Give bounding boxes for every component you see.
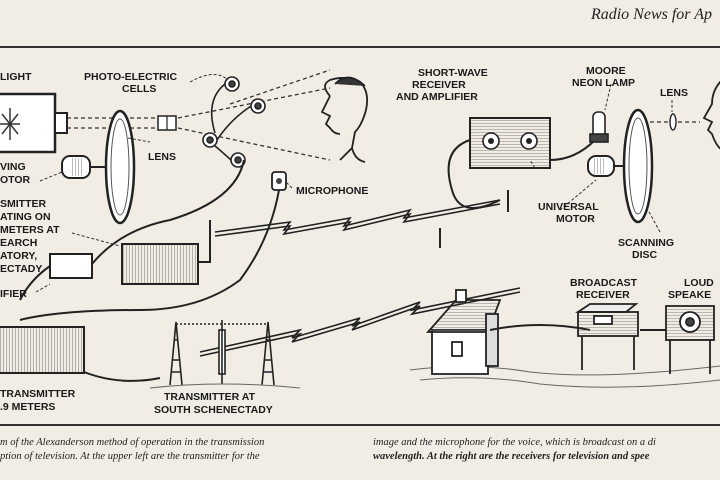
loud-speaker [665,305,715,374]
arc-light-box [0,92,68,154]
label-lens-right: LENS [660,87,688,99]
label-transmitter-2: ATING ON [0,211,51,223]
antennas [439,190,509,248]
caption-left-column: m of the Alexanderson method of operatio… [0,436,345,464]
label-transmitter-5: ATORY, [0,250,37,262]
label-driving-motor-1: VING [0,161,26,173]
label-amplifier: IFIER [0,288,27,300]
photo-electric-cells [202,76,266,168]
caption-right-line-2: wavelength. At the right are the receive… [373,451,650,462]
lens-right-icon [650,113,700,131]
universal-motor [587,155,626,177]
label-loud-1: LOUD [684,277,714,289]
face-profile-right [702,80,720,150]
driving-motor-left [61,155,106,179]
label-loud-2: SPEAKE [668,289,711,301]
label-lens-left: LENS [148,151,176,163]
broadcast-receiver [575,303,639,370]
television-system-diagram: LIGHT PHOTO-ELECTRIC CELLS LENS VING OTO… [0,65,720,416]
caption-right-column: image and the microphone for the voice, … [373,436,720,464]
label-sw-receiver-2: RECEIVER [412,79,466,91]
microphone-icon [271,171,287,191]
label-moore-1: MOORE [586,65,626,77]
label-photo-cells-2: CELLS [122,83,156,95]
label-sw-receiver-3: AND AMPLIFIER [396,91,478,103]
caption-right-line-1: image and the microphone for the voice, … [373,437,656,448]
label-transmitter-4: EARCH [0,237,37,249]
label-scanning-1: SCANNING [618,237,674,249]
label-driving-motor-2: OTOR [0,174,31,186]
wiring [19,159,280,382]
caption-left-line-1: m of the Alexanderson method of operatio… [0,437,265,448]
scanning-disc-right [622,108,654,224]
label-transmitter-1: SMITTER [0,198,46,210]
lens-left-icon [157,115,177,131]
scanning-disc-left [104,109,136,225]
illustration-frame [0,46,720,426]
label-scanning-2: DISC [632,249,658,261]
label-south-2: SOUTH SCHENECTADY [154,404,273,416]
label-sw-receiver-1: SHORT-WAVE [418,67,488,79]
label-broadcast-2: RECEIVER [576,289,630,301]
running-head: Radio News for Ap [590,6,712,23]
label-south-1: TRANSMITTER AT [164,391,256,403]
label-universal-2: MOTOR [556,213,595,225]
label-transmitter-low-2: .9 METERS [0,401,55,413]
short-wave-receiver [469,117,551,169]
radio-waves [199,199,521,357]
label-microphone: MICROPHONE [296,185,368,197]
label-transmitter-3: METERS AT [0,224,60,236]
label-light: LIGHT [0,71,32,83]
label-transmitter-6: ECTADY [0,263,42,275]
neon-lamp-icon [589,111,609,143]
label-photo-cells-1: PHOTO-ELECTRIC [84,71,178,83]
label-universal-1: UNIVERSAL [538,201,599,213]
label-transmitter-low-1: TRANSMITTER [0,388,76,400]
caption-left-line-2: ption of television. At the upper left a… [0,451,260,462]
house-icon [426,289,502,375]
face-profile-left [320,76,369,163]
transmitter-panels [0,243,199,374]
label-moore-2: NEON LAMP [572,77,635,89]
transmitter-towers [169,320,275,386]
leader-lines [35,74,673,293]
label-broadcast-1: BROADCAST [570,277,638,289]
